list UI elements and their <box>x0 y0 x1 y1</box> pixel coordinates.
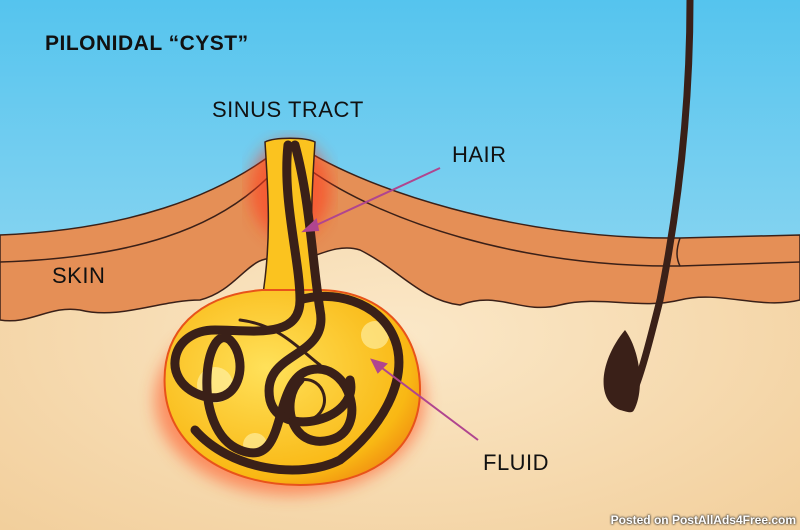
watermark: Posted on PostAllAds4Free.com <box>610 513 796 527</box>
external-hair <box>603 0 694 413</box>
diagram-title: PILONIDAL “CYST” <box>45 32 249 55</box>
label-arrows <box>301 167 479 441</box>
skin-layer <box>0 139 800 322</box>
label-skin: SKIN <box>52 263 106 288</box>
label-sinus-tract: SINUS TRACT <box>212 97 364 122</box>
label-fluid: FLUID <box>483 450 550 475</box>
label-hair: HAIR <box>452 142 507 167</box>
